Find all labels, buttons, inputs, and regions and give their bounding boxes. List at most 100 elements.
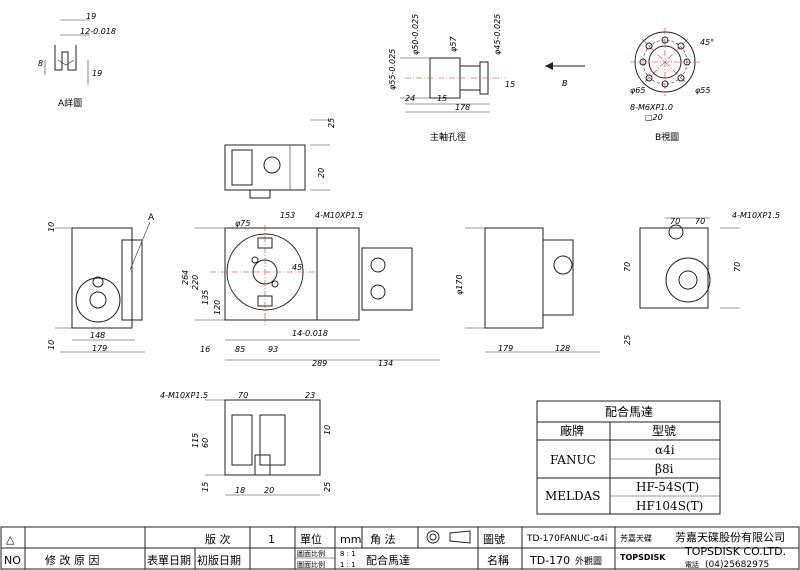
dim-r-phi170: φ170 xyxy=(455,274,464,295)
dim-e-70a: 70 xyxy=(670,217,680,226)
dim-e-70b: 70 xyxy=(695,217,705,226)
dim-f-220: 220 xyxy=(191,275,200,290)
callout-a: A xyxy=(148,213,155,223)
tb-company-cn: 芳嘉天碟股份有限公司 xyxy=(675,530,785,544)
dim-bt-70: 70 xyxy=(238,391,248,400)
dim-f-85: 85 xyxy=(235,345,245,354)
top-view: 25 20 xyxy=(224,118,336,199)
a-detail-label: A詳圖 xyxy=(58,97,82,109)
dim-f-289: 289 xyxy=(312,359,327,368)
title-block: △ NO 修 改 原 因 表單日期 初版日期 版 次 1 單位 mm 角 法 圖… xyxy=(0,526,800,570)
tb-reason: 修 改 原 因 xyxy=(45,553,100,567)
dim-e-25: 25 xyxy=(623,335,632,345)
dim-b-45: 45° xyxy=(700,38,714,47)
dim-f-134: 134 xyxy=(378,359,393,368)
tb-unit-value: mm xyxy=(340,533,361,546)
dim-s-phi55: φ55-0.025 xyxy=(388,49,397,90)
dim-s-phi50: φ50-0.025 xyxy=(411,14,420,55)
dim-f-m10: 4-M10XP1.5 xyxy=(315,211,363,220)
tb-scale2-label: 圖面比例 xyxy=(297,560,325,569)
front-motor xyxy=(361,247,413,311)
dim-e-70c: 70 xyxy=(733,262,742,272)
brand-fanuc: FANUC xyxy=(550,453,596,467)
dim-f-14: 14-0.018 xyxy=(292,329,328,338)
left-view: A 10 10 148 179 xyxy=(47,213,155,353)
tb-company-en: TOPSDISK CO.LTD. xyxy=(684,545,786,558)
tb-scale1-value: 8 : 1 xyxy=(340,550,356,558)
tb-scale1-label: 圖面比例 xyxy=(297,549,325,558)
tb-no: NO xyxy=(4,554,21,567)
dim-e-70d: 70 xyxy=(623,262,632,272)
tb-angle-label: 角 法 xyxy=(370,532,396,546)
dim-r-128: 128 xyxy=(555,344,570,353)
tb-logo-en: TOPSDISK xyxy=(620,553,666,562)
tb-drawing-no-value: TD-170FANUC-α4i xyxy=(526,534,607,544)
dim-e-m10: 4-M10XP1.5 xyxy=(732,211,780,220)
model-hf54: HF-54S(T) xyxy=(636,480,699,494)
spindle-bore-view: φ55-0.025 φ50-0.025 φ57 φ45-0.025 24 15 … xyxy=(388,14,515,143)
tb-drawing-no-label: 圖號 xyxy=(483,533,505,546)
dim-t-20: 20 xyxy=(317,168,326,178)
dim-f-120: 120 xyxy=(213,300,222,315)
dim-bt-23: 23 xyxy=(305,391,315,400)
tb-form-date: 表單日期 xyxy=(147,553,191,567)
dim-bt-20: 20 xyxy=(264,486,274,495)
dim-t-25: 25 xyxy=(327,118,336,128)
tb-triangle: △ xyxy=(6,533,15,546)
arrow-b: B xyxy=(545,62,585,88)
dim-s-phi57: φ57 xyxy=(449,36,458,52)
tb-logo-cn: 芳嘉天碟 xyxy=(620,533,652,543)
tb-name-suffix: 外觀圖 xyxy=(575,555,602,567)
tb-phone-label: 電話 xyxy=(685,560,699,569)
model-a4i: α4i xyxy=(655,443,675,457)
dim-a-19-bot: 19 xyxy=(92,69,102,78)
a-detail-view: 19 12-0.018 8 19 A詳圖 xyxy=(38,12,116,109)
dim-f-45: 45 xyxy=(292,263,302,272)
dim-b-phi65: φ65 xyxy=(630,86,645,95)
motor-table-title: 配合馬達 xyxy=(605,404,653,419)
dim-l-10b: 10 xyxy=(47,340,56,350)
tb-match-motor: 配合馬達 xyxy=(366,553,410,567)
dim-f-153: 153 xyxy=(280,211,295,220)
dim-l-148: 148 xyxy=(90,331,105,340)
dim-l-10a: 10 xyxy=(47,222,56,232)
arrow-b-label: B xyxy=(562,79,568,88)
tb-revision-label: 版 次 xyxy=(205,532,231,546)
tb-name-value: TD-170 xyxy=(529,554,570,567)
dim-bt-25: 25 xyxy=(323,482,332,492)
dim-b-phi55: φ55 xyxy=(695,86,710,95)
tb-revision-value: 1 xyxy=(268,533,275,546)
dim-a-19-top: 19 xyxy=(86,12,96,21)
dim-bt-15: 15 xyxy=(201,482,210,492)
tb-phone-value: (04)25682975 xyxy=(705,560,769,570)
model-b8i: β8i xyxy=(655,462,674,476)
bottom-view: 4-M10XP1.5 70 23 115 10 60 15 18 20 25 xyxy=(160,391,332,496)
col-model: 型號 xyxy=(652,424,676,438)
projection-symbol-icon xyxy=(426,530,471,544)
dim-l-179: 179 xyxy=(92,344,107,353)
model-hf104: HF104S(T) xyxy=(636,499,703,513)
brand-meldas: MELDAS xyxy=(545,489,601,503)
dim-r-179: 179 xyxy=(498,344,513,353)
tb-unit-label: 單位 xyxy=(300,532,322,546)
tb-first-date: 初版日期 xyxy=(197,553,241,567)
right-view: φ170 179 128 xyxy=(455,227,600,353)
dim-f-phi75: φ75 xyxy=(235,219,250,228)
dim-a-8: 8 xyxy=(38,59,43,68)
end-view: 70 70 4-M10XP1.5 70 70 25 xyxy=(623,211,780,345)
motor-table: 配合馬達 廠牌 型號 FANUC α4i β8i MELDAS HF-54S(T… xyxy=(536,400,721,515)
dim-bt-m10: 4-M10XP1.5 xyxy=(160,391,208,400)
tb-scale2-value: 1 : 1 xyxy=(340,561,356,569)
dim-f-135: 135 xyxy=(201,290,210,305)
front-view: φ75 153 4-M10XP1.5 264 220 135 120 45 14… xyxy=(181,211,440,368)
dim-a-12: 12-0.018 xyxy=(80,27,116,36)
dim-f-264: 264 xyxy=(181,270,190,285)
dim-b-m6: 8-M6XP1.0 xyxy=(630,103,673,112)
dim-bt-115: 115 xyxy=(191,433,200,448)
col-brand: 廠牌 xyxy=(560,423,584,438)
tb-name-label: 名稱 xyxy=(487,553,509,567)
dim-bt-18: 18 xyxy=(235,486,245,495)
dim-s-15b: 15 xyxy=(505,80,515,89)
spindle-bore-label: 主軸孔徑 xyxy=(430,131,466,143)
